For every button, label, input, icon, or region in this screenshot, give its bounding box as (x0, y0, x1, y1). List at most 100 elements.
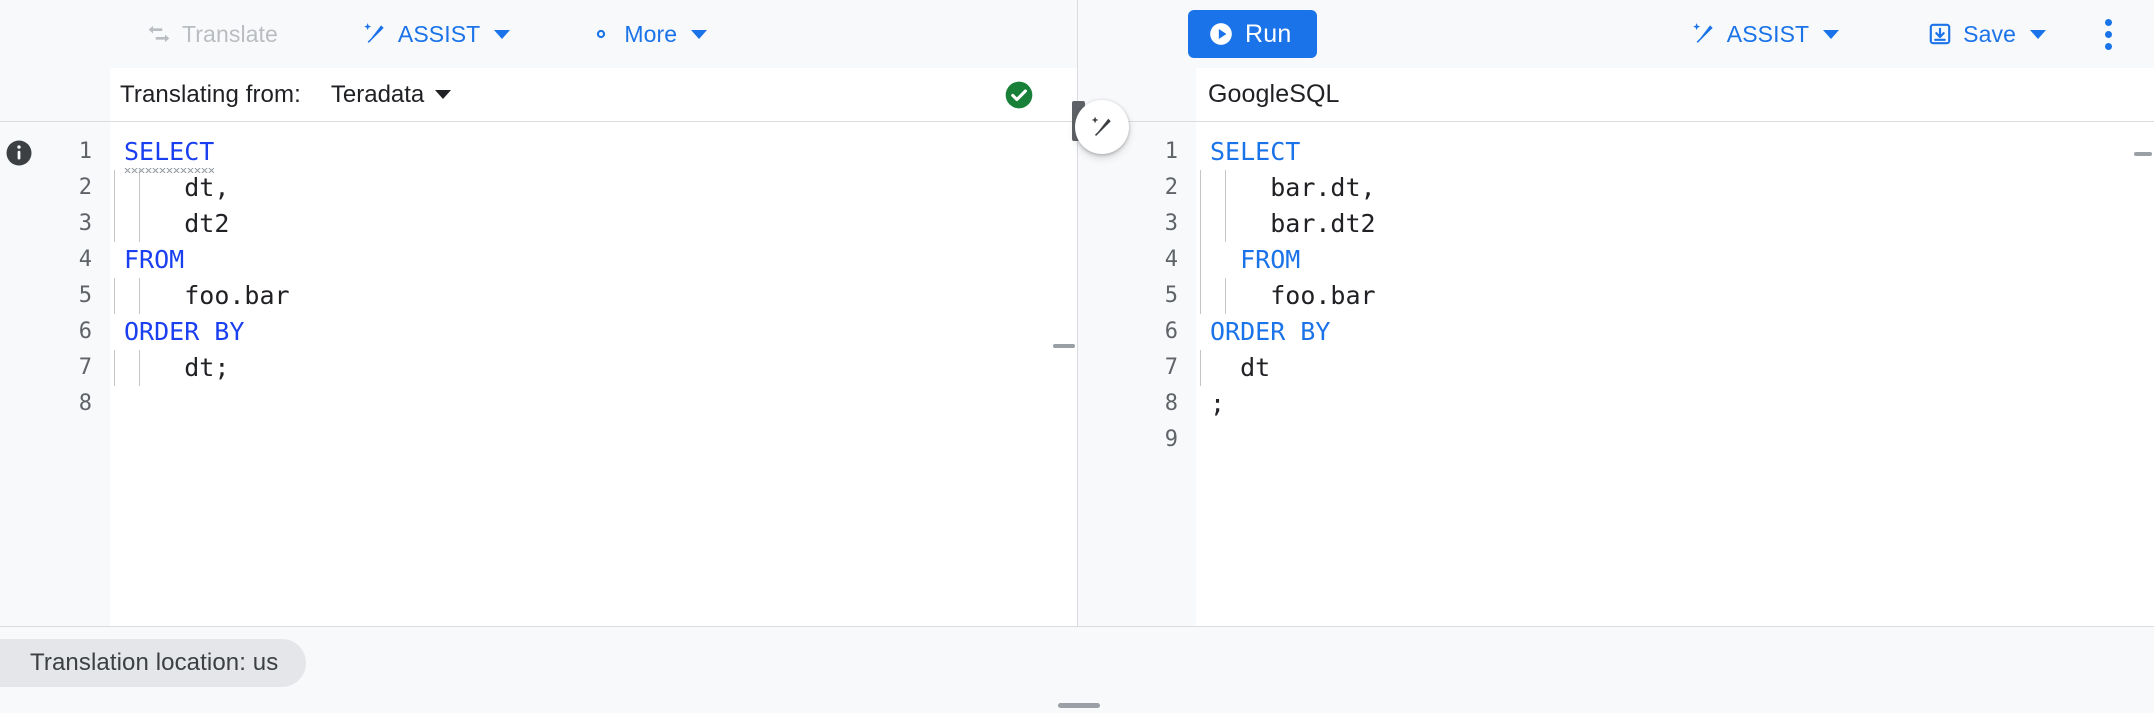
source-header-body: Translating from: Teradata (110, 68, 1077, 121)
sql-text: dt, (184, 173, 230, 202)
code-line: SELECT (124, 134, 1077, 173)
line-number: 8 (78, 391, 92, 416)
code-line: dt; (124, 350, 1077, 386)
sql-text: foo.bar (184, 281, 290, 310)
line-number: 5 (1164, 283, 1178, 308)
target-header-body: GoogleSQL (1196, 68, 2154, 121)
kebab-menu-icon[interactable] (2086, 12, 2130, 56)
translate-button-label: Translate (182, 20, 278, 47)
target-pane-header: GoogleSQL (1078, 68, 2154, 122)
sql-text: bar.dt, (1270, 173, 1376, 202)
code-line: foo.bar (124, 278, 1077, 314)
chevron-down-icon (691, 29, 708, 39)
source-code-area[interactable]: SELECT dt, dt2 FROM foo.bar ORDER BY dt; (110, 122, 1077, 626)
play-circle-icon (1208, 21, 1234, 47)
indent-guide (114, 170, 115, 242)
top-toolbar: Translate ASSIST (0, 0, 2154, 68)
indent-guide (1200, 350, 1201, 386)
indent-guide (114, 350, 115, 386)
code-line (124, 386, 1077, 422)
sql-text: bar.dt2 (1270, 209, 1376, 238)
chevron-down-icon (1823, 29, 1840, 39)
target-pane: GoogleSQL 1 2 3 4 5 6 7 8 9 SELECT (1078, 68, 2154, 626)
code-line: FROM (124, 242, 1077, 278)
assist-button-left-label: ASSIST (397, 20, 481, 47)
line-number: 3 (78, 211, 92, 236)
line-number: 4 (1164, 247, 1178, 272)
code-line: FROM (1210, 242, 2154, 278)
line-number: 7 (1164, 355, 1178, 380)
translate-swap-icon (146, 21, 172, 47)
line-number: 3 (1164, 211, 1178, 236)
code-line: ORDER BY (124, 314, 1077, 350)
source-editor[interactable]: 1 2 3 4 5 6 7 8 SELECT dt, dt2 (0, 122, 1077, 626)
chevron-down-icon (494, 29, 511, 39)
code-line: dt, (124, 170, 1077, 206)
sql-keyword: FROM (1240, 245, 1301, 274)
assist-button-right[interactable]: ASSIST (1677, 12, 1853, 56)
source-dialect-dropdown[interactable]: Teradata (325, 77, 457, 113)
assist-button-right-label: ASSIST (1726, 20, 1810, 47)
code-line: ORDER BY (1210, 314, 2154, 350)
horizontal-scrollbar-thumb[interactable] (2134, 152, 2152, 156)
source-dialect-value: Teradata (330, 80, 425, 108)
translating-from-label: Translating from: (120, 80, 301, 108)
indent-guide (139, 170, 140, 242)
info-circle-icon[interactable] (4, 138, 34, 168)
save-button[interactable]: Save (1913, 12, 2060, 56)
chevron-down-icon (2030, 29, 2046, 39)
line-number: 6 (78, 319, 92, 344)
line-number: 7 (78, 355, 92, 380)
line-number: 2 (1164, 175, 1178, 200)
assist-button-left[interactable]: ASSIST (348, 12, 524, 56)
source-header-gutter (0, 68, 110, 121)
source-line-gutter: 1 2 3 4 5 6 7 8 (0, 122, 110, 626)
indent-guide (139, 350, 140, 386)
indent-guide (114, 278, 115, 314)
translation-location-pill: Translation location: us (0, 639, 307, 687)
code-line: ; (1210, 386, 2154, 422)
indent-guide (1200, 170, 1201, 314)
chevron-down-icon (435, 90, 452, 99)
save-button-label: Save (1963, 20, 2016, 47)
sql-text: dt; (184, 353, 230, 382)
magic-wand-fab-button[interactable] (1075, 100, 1129, 154)
kebab-dot (2104, 30, 2112, 38)
toolbar-right-group: Run ASSIST Save (1078, 0, 2154, 68)
code-line: bar.dt2 (1210, 206, 2154, 242)
source-pane-header: Translating from: Teradata (0, 68, 1077, 122)
sql-text: dt (1240, 353, 1271, 382)
sql-keyword: SELECT (124, 134, 215, 173)
bottom-resize-grip[interactable] (1058, 703, 1100, 708)
toolbar-left-group: Translate ASSIST (0, 0, 1078, 68)
sql-text: foo.bar (1270, 281, 1376, 310)
code-line: SELECT (1210, 134, 2154, 170)
translation-location-text: Translation location: us (30, 649, 279, 676)
more-button[interactable]: More (574, 12, 721, 56)
target-line-gutter: 1 2 3 4 5 6 7 8 9 (1078, 122, 1196, 626)
more-button-label: More (624, 20, 678, 47)
horizontal-scrollbar-thumb[interactable] (1053, 344, 1075, 348)
line-number: 9 (1164, 427, 1178, 452)
target-dialect-label: GoogleSQL (1208, 80, 1340, 108)
source-pane: Translating from: Teradata (0, 68, 1078, 626)
code-line: bar.dt, (1210, 170, 2154, 206)
line-number: 4 (78, 247, 92, 272)
sql-text: ; (1210, 389, 1226, 418)
line-number: 1 (1164, 139, 1178, 164)
magic-wand-icon (362, 21, 388, 47)
sql-keyword: SELECT (1210, 137, 1301, 166)
save-download-icon (1927, 21, 1953, 47)
magic-wand-icon (1691, 21, 1717, 47)
kebab-dot (2104, 18, 2112, 26)
line-number: 8 (1164, 391, 1178, 416)
translate-button[interactable]: Translate (132, 12, 292, 56)
run-button-label: Run (1245, 19, 1292, 48)
indent-guide (139, 278, 140, 314)
run-button[interactable]: Run (1188, 10, 1318, 58)
target-code-area[interactable]: SELECT bar.dt, bar.dt2 FROM foo.bar ORDE… (1196, 122, 2154, 626)
bottom-status-bar: Translation location: us (0, 626, 2154, 713)
check-circle-icon (1003, 79, 1035, 111)
target-editor[interactable]: 1 2 3 4 5 6 7 8 9 SELECT bar.dt, bar.dt2 (1078, 122, 2154, 626)
sql-keyword: ORDER BY (124, 317, 245, 346)
